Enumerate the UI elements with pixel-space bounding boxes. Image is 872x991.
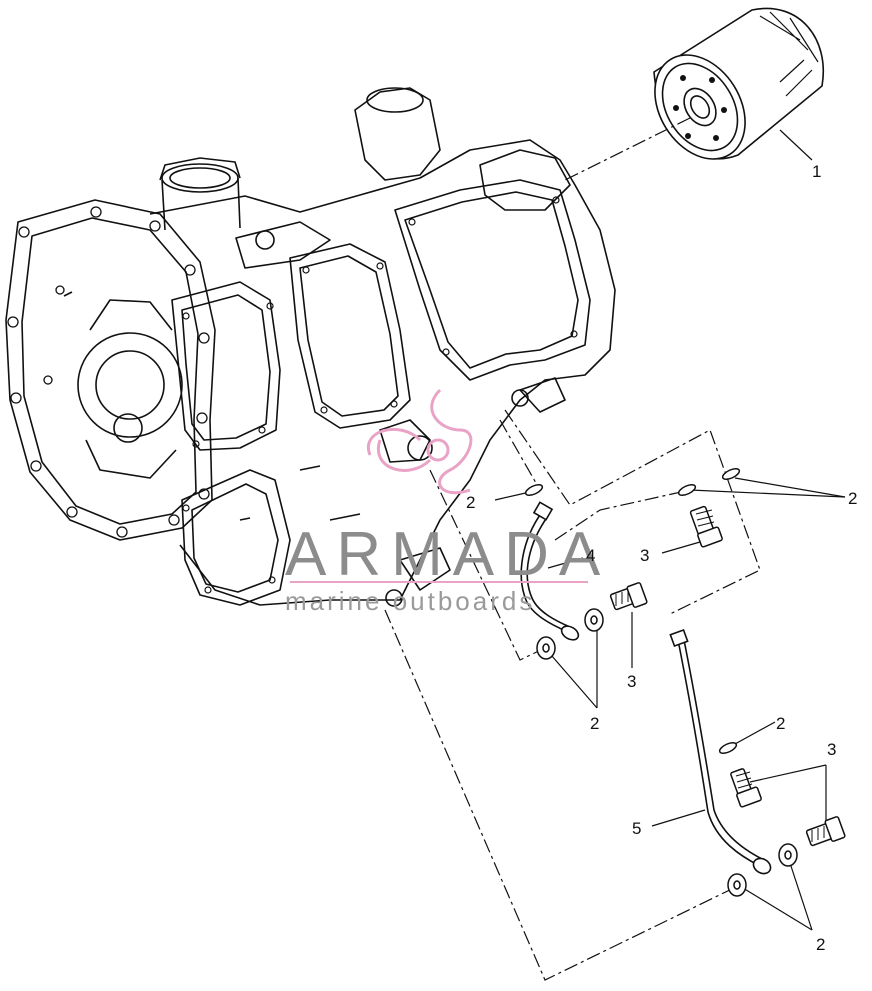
washer-right-mid [718, 741, 738, 755]
washer-top-right-b [677, 483, 697, 497]
washer-bottom-a [727, 873, 747, 897]
washer-left-pair-b [584, 608, 604, 632]
oil-line-5 [669, 628, 772, 875]
bolt-mid [609, 582, 648, 611]
washers [524, 467, 798, 897]
washer-top-right-a [721, 467, 741, 481]
bolts [609, 505, 846, 847]
leader-lines [384, 117, 846, 981]
callout-2-washer-left-pair: 2 [590, 714, 599, 733]
engine-block [5, 87, 616, 607]
oil-filter [653, 7, 824, 160]
callout-2-washer-bottom-pair: 2 [816, 935, 825, 954]
watermark: ARMADA marine outboards [285, 388, 610, 616]
watermark-tagline: marine outboards [285, 586, 535, 616]
callout-2-washer-left-upper: 2 [466, 493, 475, 512]
washer-bottom-b [778, 843, 798, 867]
callout-2-washer-right-top: 2 [848, 489, 857, 508]
bolt-top [689, 505, 723, 548]
oil-line-4 [520, 501, 580, 641]
callout-1-oil-filter: 1 [812, 162, 821, 181]
washer-left-pair-a [536, 636, 556, 660]
washer-left-upper [524, 483, 544, 497]
watermark-logo-icon [366, 388, 473, 495]
callout-3-bolt-mid: 3 [627, 672, 636, 691]
callout-4-oil-line: 4 [586, 546, 595, 565]
watermark-brand: ARMADA [285, 520, 610, 589]
callout-3-bolt-top: 3 [640, 546, 649, 565]
callout-labels: 1 2 2 2 2 2 3 3 3 4 5 [466, 162, 857, 954]
callout-5-oil-line: 5 [632, 819, 641, 838]
callout-3-bolt-bottom: 3 [827, 740, 836, 759]
bolt-bottom-a [730, 768, 762, 808]
callout-2-washer-right-mid: 2 [776, 714, 785, 733]
bolt-bottom-b [805, 816, 846, 847]
